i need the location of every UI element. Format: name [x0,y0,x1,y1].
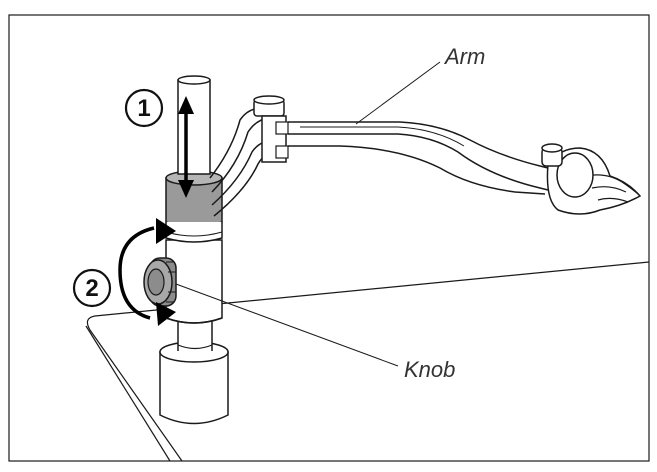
knob-label: Knob [404,357,455,382]
knob [143,257,177,307]
step-2-marker: 2 [72,268,112,308]
step-1-number: 1 [137,95,150,122]
stand-base [159,341,229,425]
step-1-marker: 1 [124,88,164,128]
arm-bracket [209,95,289,217]
arm [288,121,549,195]
upper-pole [177,75,211,175]
table-surface [85,261,650,462]
knob-callout: Knob [175,283,455,382]
rotation-arrow [118,218,176,326]
vertical-adjust-arrow [178,96,194,198]
step-2-number: 2 [85,275,98,302]
arm-end-cradle [541,143,642,215]
arm-callout: Arm [355,44,485,125]
arm-label: Arm [443,44,485,69]
figure-frame [8,14,650,462]
